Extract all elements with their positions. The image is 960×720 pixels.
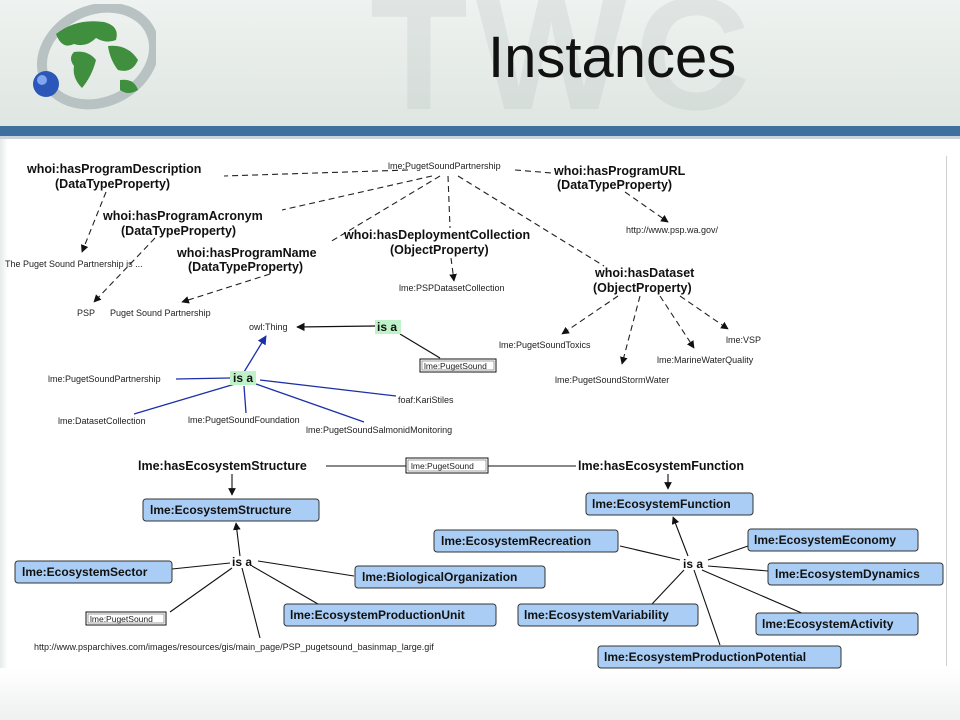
globe-ring-logo-icon — [33, 4, 156, 110]
prop-deployment-collection-type: (ObjectProperty) — [390, 243, 489, 257]
header-divider — [0, 126, 960, 136]
puget-sound-node — [419, 358, 497, 373]
prop-dataset-type: (ObjectProperty) — [593, 281, 692, 295]
puget-sound-center-label: lme:PugetSound — [411, 461, 474, 471]
dataset-vsp: lme:VSP — [726, 335, 761, 345]
dataset-storm-water: lme:PugetSoundStormWater — [555, 375, 669, 385]
basin-map-url: http://www.psparchives.com/images/resour… — [34, 642, 434, 652]
puget-sound-small-node — [85, 611, 167, 626]
class-ecosystem-economy: lme:EcosystemEconomy — [754, 533, 896, 547]
value-program-description: The Puget Sound Partnership is ... — [5, 259, 143, 269]
prop-program-acronym: whoi:hasProgramAcronym — [102, 209, 263, 223]
left-edge — [0, 139, 8, 720]
isa-label-function: is a — [683, 557, 703, 571]
puget-sound-label: lme:PugetSound — [424, 361, 487, 371]
class-nodes — [14, 492, 944, 669]
diagram-border — [946, 156, 947, 666]
class-ecosystem-variability: lme:EcosystemVariability — [524, 608, 669, 622]
value-program-url: http://www.psp.wa.gov/ — [626, 225, 719, 235]
instance-salmonid-monitoring: lme:PugetSoundSalmonidMonitoring — [306, 425, 452, 435]
page-title: Instances — [488, 25, 737, 90]
top-edges — [80, 169, 729, 365]
isa-label-top: is a — [377, 320, 397, 334]
prop-deployment-collection: whoi:hasDeploymentCollection — [343, 228, 530, 242]
class-ecosystem-sector: lme:EcosystemSector — [22, 565, 148, 579]
prop-program-url: whoi:hasProgramURL — [553, 164, 686, 178]
isa-badge-middle — [230, 371, 256, 385]
class-ecosystem-production-potential: lme:EcosystemProductionPotential — [604, 650, 806, 664]
prop-program-name: whoi:hasProgramName — [176, 246, 317, 260]
prop-dataset: whoi:hasDataset — [594, 266, 695, 280]
prop-program-url-type: (DataTypeProperty) — [557, 178, 672, 192]
instance-kari-stiles: foaf:KariStiles — [398, 395, 454, 405]
bottom-edge — [0, 668, 960, 720]
class-ecosystem-recreation: lme:EcosystemRecreation — [441, 534, 591, 548]
watermark: TWC — [370, 0, 759, 143]
instance-partnership: lme:PugetSoundPartnership — [48, 374, 161, 384]
dataset-toxics: lme:PugetSoundToxics — [499, 340, 591, 350]
instance-dataset-collection: lme:DatasetCollection — [58, 416, 146, 426]
value-program-acronym: PSP — [77, 308, 95, 318]
value-program-name: Puget Sound Partnership — [110, 308, 211, 318]
prop-program-description-type: (DataTypeProperty) — [55, 177, 170, 191]
instance-foundation: lme:PugetSoundFoundation — [188, 415, 300, 425]
puget-sound-small-label: lme:PugetSound — [90, 614, 153, 624]
prop-program-name-type: (DataTypeProperty) — [188, 260, 303, 274]
owl-thing: owl:Thing — [249, 322, 288, 332]
prop-program-description: whoi:hasProgramDescription — [26, 162, 201, 176]
prop-has-ecosystem-function: lme:hasEcosystemFunction — [578, 459, 744, 473]
puget-sound-center-node — [405, 457, 489, 474]
class-ecosystem-production-unit: lme:EcosystemProductionUnit — [290, 608, 465, 622]
isa-badge-top — [375, 320, 401, 334]
dataset-marine-water-quality: lme:MarineWaterQuality — [657, 355, 754, 365]
value-deployment-collection: lme:PSPDatasetCollection — [399, 283, 505, 293]
slide-header — [0, 0, 960, 128]
class-ecosystem-dynamics: lme:EcosystemDynamics — [775, 567, 920, 581]
root-node: lme:PugetSoundPartnership — [388, 161, 501, 171]
class-biological-organization: lme:BiologicalOrganization — [362, 570, 517, 584]
bottom-edges — [169, 465, 805, 646]
prop-has-ecosystem-structure: lme:hasEcosystemStructure — [138, 459, 307, 473]
middle-edges — [133, 322, 441, 423]
isa-label-structure: is a — [232, 555, 252, 569]
class-ecosystem-function: lme:EcosystemFunction — [592, 497, 731, 511]
class-ecosystem-structure: lme:EcosystemStructure — [150, 503, 292, 517]
isa-label-middle: is a — [233, 371, 253, 385]
header-divider-accent — [0, 136, 960, 139]
prop-program-acronym-type: (DataTypeProperty) — [121, 224, 236, 238]
class-ecosystem-activity: lme:EcosystemActivity — [762, 617, 894, 631]
